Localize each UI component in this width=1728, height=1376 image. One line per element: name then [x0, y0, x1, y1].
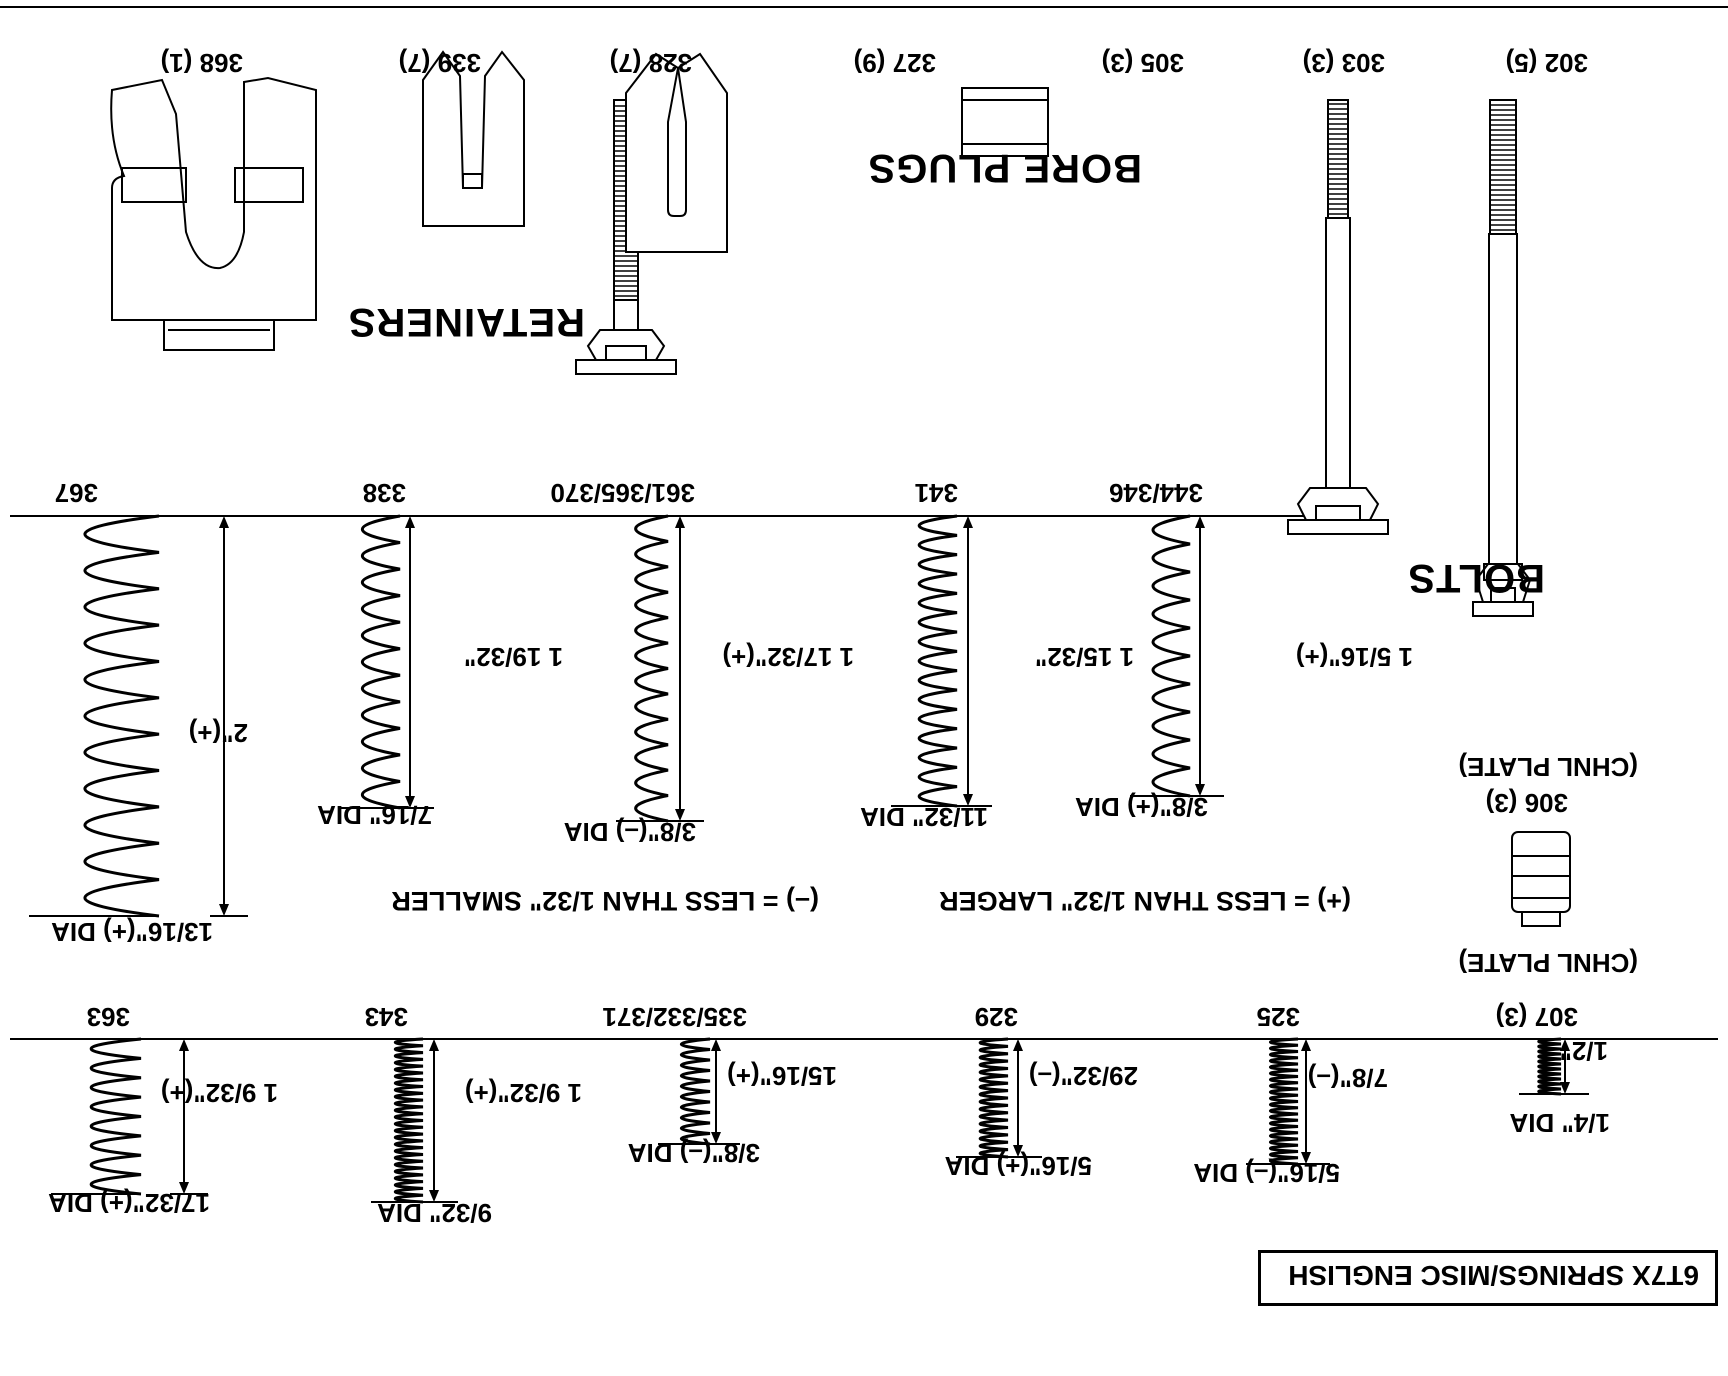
section-retainers: RETAINERS [347, 300, 585, 344]
retainer-368-label: 368 (1) [160, 48, 243, 78]
spring-length-0: 1 5/16"(+) [1295, 642, 1413, 672]
dimension-row2-335-332-371 [702, 1039, 740, 1145]
spring-344-346 [1130, 514, 1191, 798]
retainer-339-label: 339 (7) [398, 48, 481, 78]
spring-row2-dia-0: 1/4" DIA [1509, 1108, 1610, 1138]
spring-id-3: 338 [362, 478, 406, 508]
dimension-row2-325 [1292, 1039, 1330, 1165]
spring-id-4: 367 [54, 478, 98, 508]
bolt-303 [1287, 99, 1389, 535]
spring-row2-307-3- [1519, 1037, 1562, 1096]
bolt-302 [1472, 99, 1534, 617]
spring-row2-343 [371, 1037, 424, 1204]
plate-306-label: 306 (3) [1485, 788, 1568, 818]
spring-dia-4: 13/16"(+) DIA [51, 917, 213, 947]
spring-341 [891, 514, 958, 808]
springs-group [29, 514, 1562, 1204]
bolt-305 [575, 299, 677, 375]
bolt-302-threads [1490, 104, 1516, 231]
plug-327-label: 327 (9) [853, 48, 936, 78]
title-box: 6T7X SPRINGS/MISC ENGLISH [1258, 1250, 1718, 1306]
spring-row2-335-332-371 [658, 1037, 711, 1146]
channel-plate-306 [1511, 831, 1571, 927]
plate-306-note: (CHNL PLATE) [1458, 752, 1638, 782]
spring-row2-dia-4: 9/32" DIA [377, 1198, 492, 1228]
spring-length-1: 1 15/32" [1034, 642, 1134, 672]
spring-row2-id-0: 307 (3) [1495, 1002, 1578, 1032]
bolt-303-label: 303 (3) [1302, 48, 1385, 78]
spring-id-1: 341 [914, 478, 958, 508]
spring-id-2: 361/365/370 [550, 478, 695, 508]
plate-307-note: (CHNL PLATE) [1458, 948, 1638, 978]
dimension-344-346 [1186, 516, 1224, 797]
dimension-361-365-370 [666, 516, 704, 822]
dimension-341 [954, 516, 992, 807]
spring-row2-id-1: 325 [1256, 1002, 1300, 1032]
bolt-303-threads [1328, 103, 1348, 215]
spring-row2-dia-3: 3/8"(–) DIA [627, 1138, 760, 1168]
spring-row2-length-5: 1 9/32"(+) [160, 1078, 278, 1108]
spring-row2-dia-2: 5/16"(+) DIA [944, 1151, 1092, 1181]
spring-id-0: 344/346 [1109, 478, 1203, 508]
spring-row2-length-1: 7/8"(–) [1307, 1063, 1388, 1093]
spring-row2-363 [51, 1037, 142, 1196]
spring-dia-0: 3/8"(+) DIA [1075, 792, 1208, 822]
dimension-row2-363 [170, 1039, 208, 1195]
diagram-title: 6T7X SPRINGS/MISC ENGLISH [1288, 1260, 1699, 1291]
spring-dia-1: 11/32" DIA [860, 802, 988, 832]
dimension-367 [210, 516, 248, 917]
spring-length-3: 1 19/32" [463, 642, 563, 672]
spring-row2-length-3: 15/16"(+) [727, 1061, 837, 1091]
spring-row2-length-0: 1/2" [1559, 1036, 1608, 1066]
spring-row2-id-3: 335/332/371 [602, 1002, 747, 1032]
dimension-338 [396, 516, 434, 809]
bolt-302-label: 302 (5) [1505, 48, 1588, 78]
legend-plus: (+) = LESS THAN 1/32" LARGER [939, 886, 1351, 916]
spring-row2-id-5: 363 [86, 1002, 130, 1032]
spring-row2-id-4: 343 [364, 1002, 408, 1032]
legend-minus: (–) = LESS THAN 1/32" SMALLER [391, 886, 819, 916]
dimension-row2-307-3- [1551, 1039, 1589, 1095]
spring-row2-length-4: 1 9/32"(+) [464, 1078, 582, 1108]
spring-row2-325 [1246, 1037, 1299, 1166]
spring-361-365-370 [616, 514, 669, 823]
retainer-339 [422, 50, 525, 227]
retainer-368 [110, 76, 317, 351]
spring-338 [338, 514, 401, 810]
retainer-328-label: 328 (7) [609, 48, 692, 78]
spring-row2-length-2: 29/32"(–) [1028, 1061, 1138, 1091]
dimension-row2-329 [1004, 1039, 1042, 1158]
bolt-305-label: 305 (3) [1101, 48, 1184, 78]
spring-367 [29, 514, 160, 918]
spring-row2-dia-1: 5/16"(–) DIA [1193, 1158, 1340, 1188]
spring-dia-3: 7/16" DIA [317, 800, 432, 830]
spring-dia-2: 3/8"(–) DIA [563, 817, 696, 847]
retainer-328 [625, 52, 728, 253]
section-bore-plugs: BORE PLUGS [867, 146, 1142, 190]
spring-row2-dia-5: 17/32"(+) DIA [48, 1188, 210, 1218]
spring-row2-329 [956, 1037, 1009, 1159]
section-bolts: BOLTS [1407, 556, 1545, 600]
dimension-arrows [170, 516, 1589, 1203]
spring-row2-id-2: 329 [974, 1002, 1018, 1032]
dimension-row2-343 [420, 1039, 458, 1203]
spring-length-2: 1 17/32"(+) [722, 642, 854, 672]
spring-length-4: 2"(+) [188, 718, 248, 748]
bore-plug-327 [961, 87, 1049, 157]
